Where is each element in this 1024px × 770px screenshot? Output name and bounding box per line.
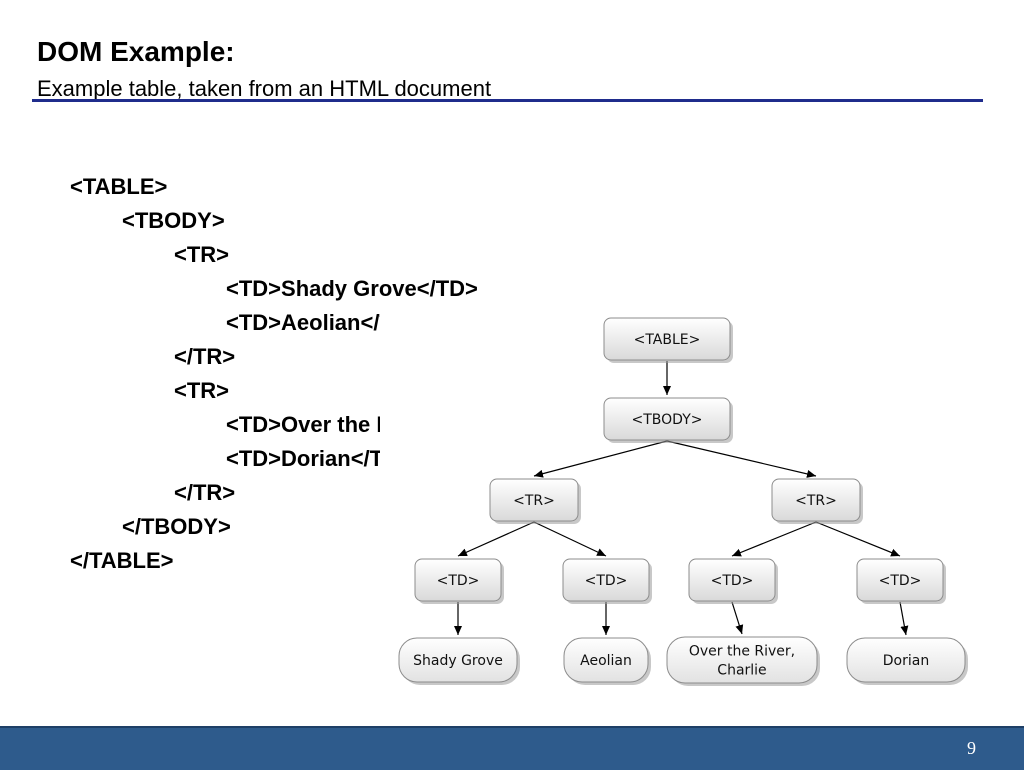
tree-node-label: <TR> [795,493,837,509]
tree-node-label: <TBODY> [632,412,703,428]
tree-node-label: <TD> [711,573,754,589]
tree-element-node: <TD> [562,558,652,604]
tree-text-node: Dorian [846,637,968,685]
code-line: <TR> [174,378,230,403]
slide-subtitle: Example table, taken from an HTML docume… [37,76,492,101]
tree-node-label: Dorian [883,653,929,669]
tree-element-node: <TBODY> [603,397,733,443]
tree-element-node: <TR> [771,478,863,524]
code-line: </TABLE> [70,548,174,573]
code-line: </TR> [174,344,236,369]
code-line: <TR> [174,242,230,267]
code-line: <TD>Shady Grove</TD> [226,276,478,301]
tree-node-label: <TR> [513,493,555,509]
tree-node-label: <TD> [585,573,628,589]
slide-footer: 9 [0,726,1024,770]
tree-element-node: <TR> [489,478,581,524]
tree-element-node: <TD> [414,558,504,604]
tree-edge-td3-txt3 [731,601,744,635]
code-line: <TABLE> [70,174,168,199]
tree-edge-tr1-td1 [457,521,535,557]
page-number: 9 [967,738,976,758]
tree-node-label: <TABLE> [634,332,701,348]
tree-text-node: Over the River, Charlie [666,636,820,686]
dom-tree-diagram-panel [380,300,980,690]
tree-edge-tbody-tr1 [533,440,668,478]
tree-element-node: <TD> [688,558,778,604]
title-underline [32,99,983,102]
tree-node-label: Shady Grove [413,653,503,669]
tree-node-label: <TD> [879,573,922,589]
tree-edge-td4-txt4 [899,601,909,636]
tree-node-label: <TD> [437,573,480,589]
tree-element-node: <TD> [856,558,946,604]
tree-edge-tbody-tr2 [666,440,817,478]
tree-text-node: Shady Grove [398,637,520,685]
code-line: </TR> [174,480,236,505]
tree-node-label: Aeolian [580,653,632,669]
tree-edge-tr2-td4 [815,521,901,557]
tree-element-node: <TABLE> [603,317,733,363]
slide-title: DOM Example: [37,36,235,67]
tree-node-label: Charlie [717,663,766,679]
code-line: </TBODY> [122,514,231,539]
tree-node-label: Over the River, [689,644,795,660]
tree-edge-tr1-td2 [533,521,607,557]
code-line: <TBODY> [122,208,225,233]
tree-text-node: Aeolian [563,637,651,685]
tree-edge-tr2-td3 [731,521,817,557]
